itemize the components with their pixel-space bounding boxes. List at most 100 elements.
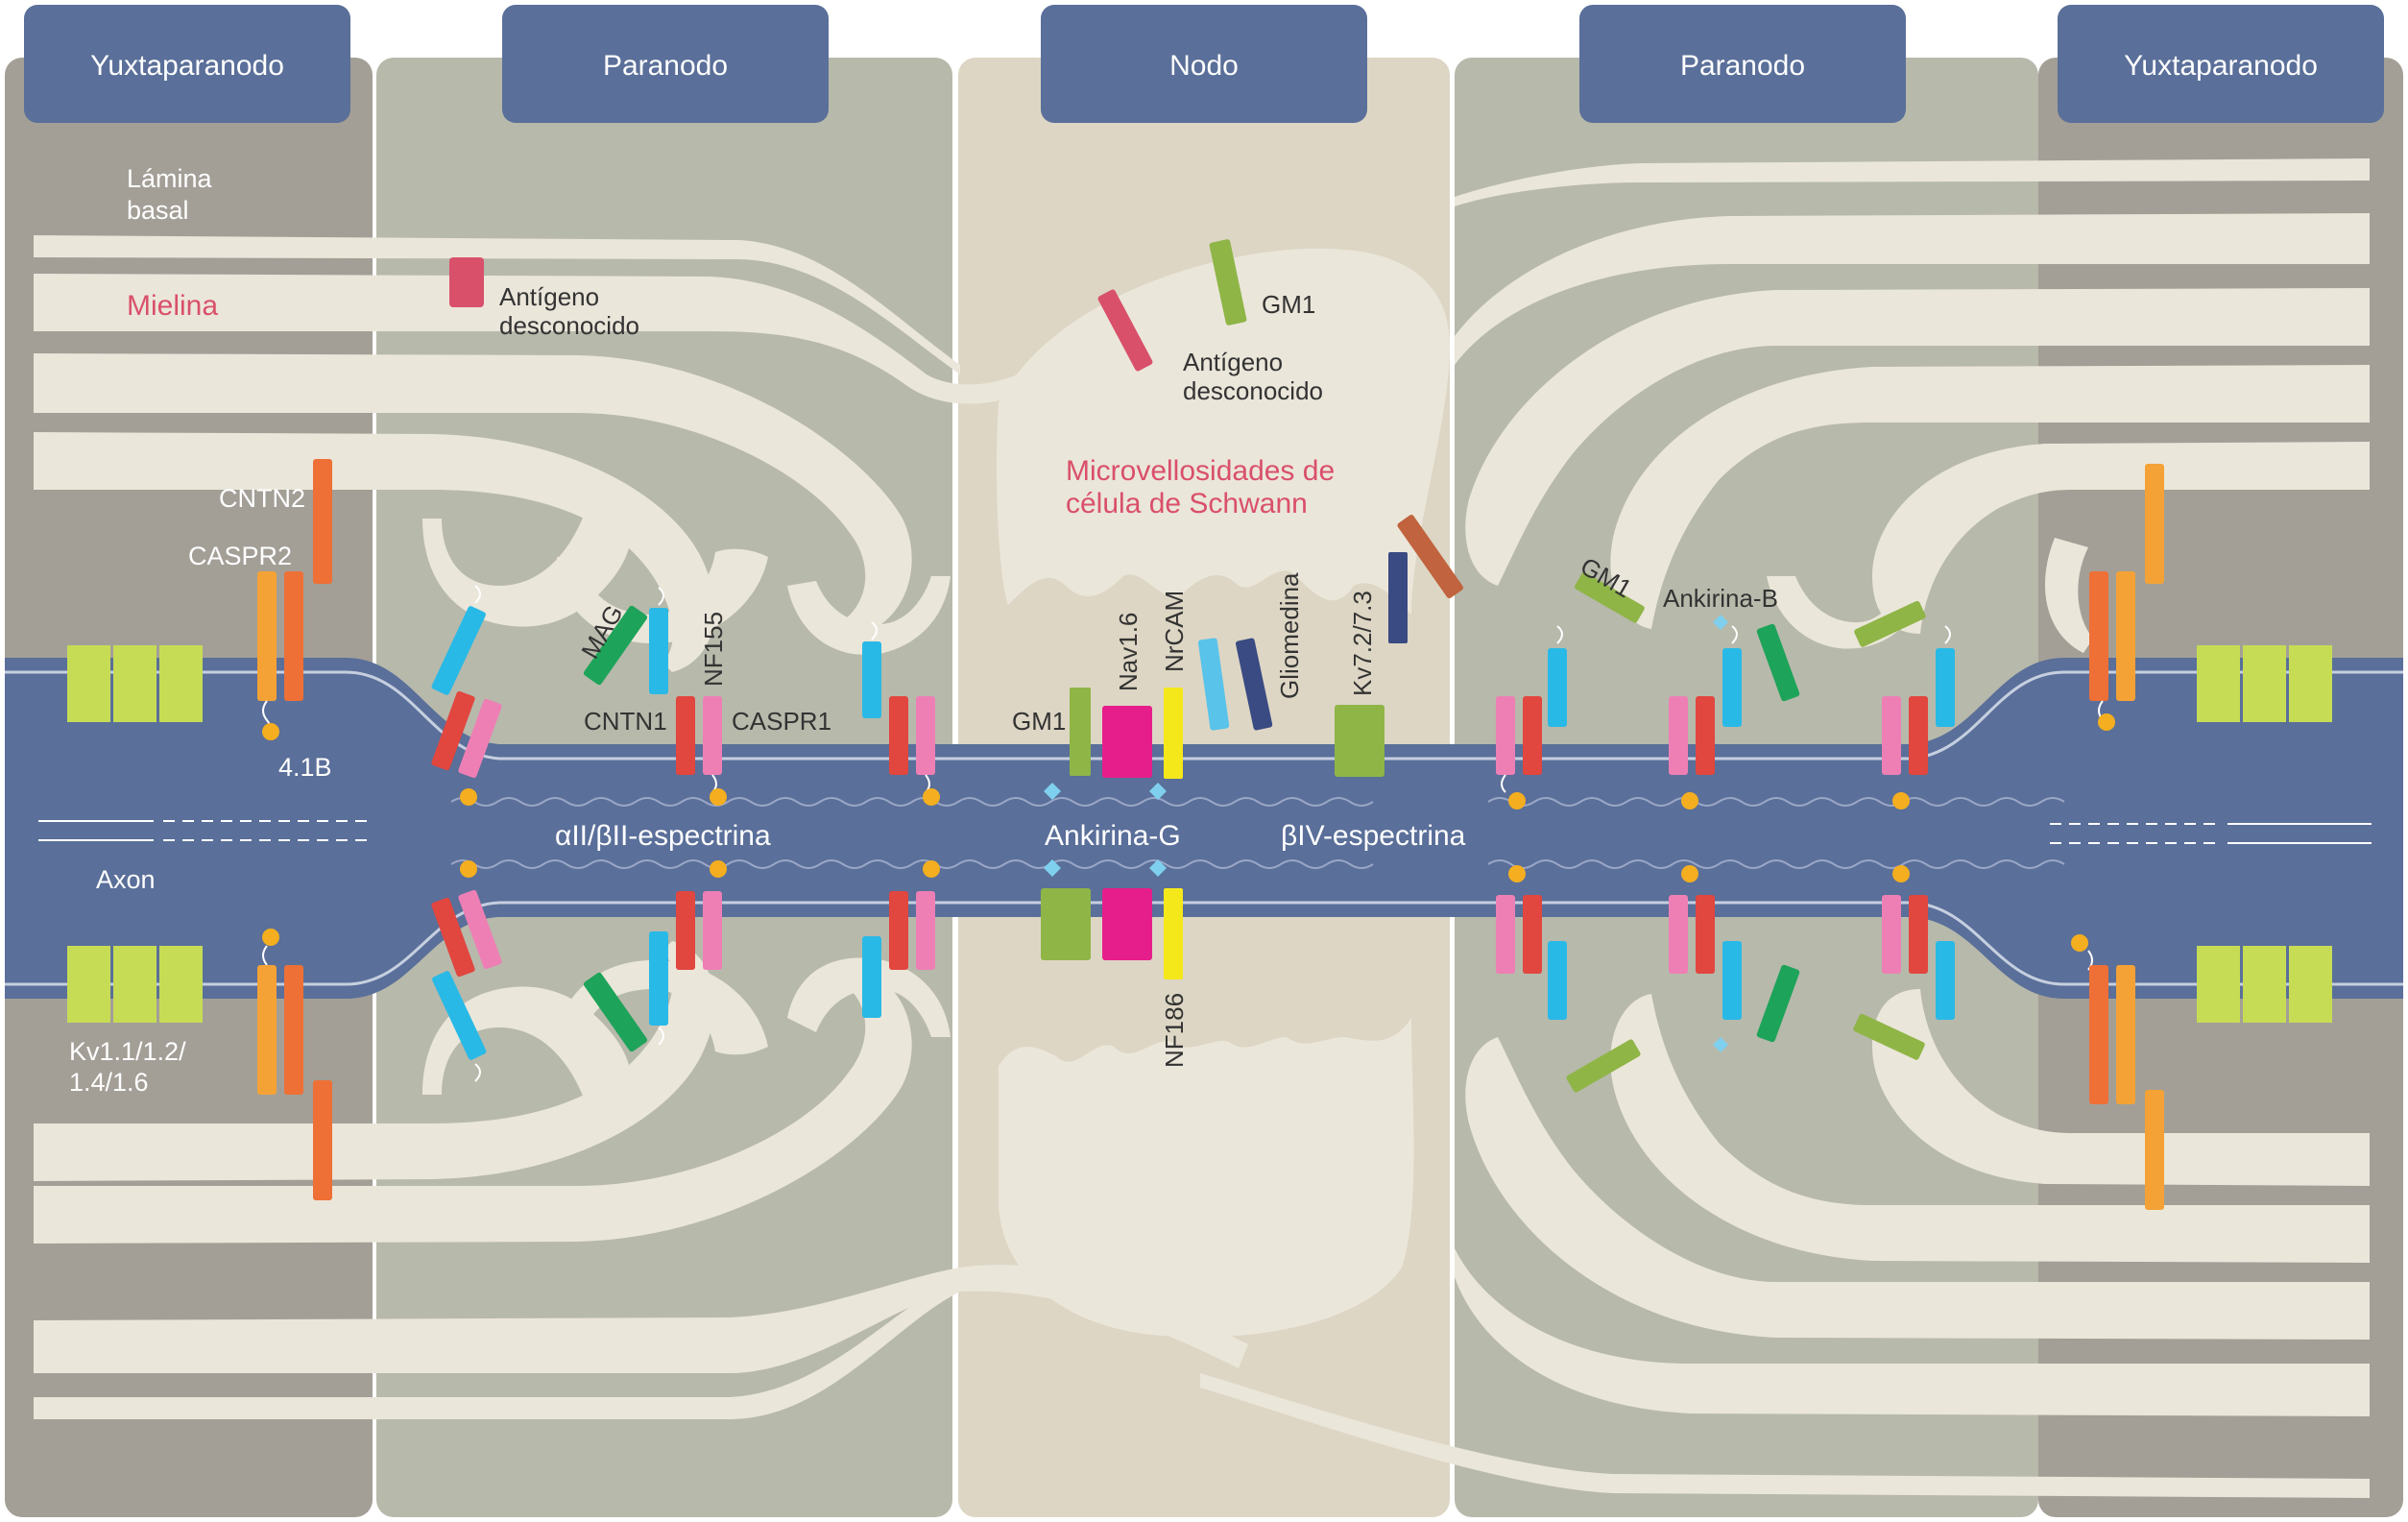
nav16-channel-lower xyxy=(1102,888,1152,960)
myelin-lamella-right-1 xyxy=(1455,213,2370,365)
label-antigen-node-1: Antígeno xyxy=(1183,348,1283,376)
label-nf186: NF186 xyxy=(1160,993,1189,1068)
header-right-paranode: Paranodo xyxy=(1579,5,1906,123)
label-antigen-node-2: desconocido xyxy=(1183,376,1323,405)
paranodal-loop-lower-left-3 xyxy=(787,957,951,1037)
gm1-right-marker xyxy=(1575,571,1645,623)
gm1-top-marker xyxy=(1209,239,1247,326)
mag-protein-upper xyxy=(583,605,648,686)
antigen-orange-node xyxy=(1397,515,1463,599)
myelin-lamella-right-6 xyxy=(2045,538,2093,653)
label-lamina-1: Lámina xyxy=(127,164,213,193)
kv1-channels-left-upper xyxy=(67,645,203,722)
label-ankirina-b: Ankirina-B xyxy=(1663,584,1778,613)
ankyrin-g-upper-left xyxy=(1044,783,1061,800)
kv1-channels-left-lower xyxy=(67,946,203,1023)
axon-membrane-upper xyxy=(5,670,2403,761)
header-left-juxtaparanode: Yuxtaparanodo xyxy=(24,5,350,123)
paranodal-loop-left-3 xyxy=(787,576,951,655)
ankyrin-g-lower-right xyxy=(1149,859,1167,877)
axon-break-lines-left xyxy=(38,820,374,841)
label-axon: Axon xyxy=(96,865,156,894)
header-right-paranode-label: Paranodo xyxy=(1680,50,1805,82)
lamina-basal-line-left xyxy=(34,235,960,374)
schwann-microvilli-upper xyxy=(997,248,1450,615)
cytoskeleton-upper-right xyxy=(1487,797,2065,807)
label-lamina-2: basal xyxy=(127,196,189,225)
antigen-node-marker xyxy=(1097,289,1153,372)
paranode-right-proteins xyxy=(1496,571,1955,1093)
myelin-lower xyxy=(34,941,2370,1498)
lamina-basal-line-right xyxy=(1455,158,2370,206)
myelin-lamella-lower-left-1 xyxy=(34,1265,1248,1373)
myelin-lamella-right-2 xyxy=(1465,288,2370,586)
ankyrin-g-upper-right xyxy=(1149,783,1167,800)
gm1-node-marker xyxy=(1070,688,1091,776)
myelin-lamella-left-1 xyxy=(34,274,1047,404)
label-antigen-left-2: desconocido xyxy=(499,311,639,340)
lamina-basal-line-lower-left xyxy=(34,1277,960,1419)
mag-protein-right-upper xyxy=(1756,623,1800,702)
myelin-lamella-lower-left-3 xyxy=(34,941,715,1181)
label-spectrin-node: βIV-espectrina xyxy=(1281,820,1466,852)
cntn1-protein xyxy=(676,696,695,775)
myelin-lamella-lower-right-2 xyxy=(1465,1037,2370,1340)
label-ankirina-g: Ankirina-G xyxy=(1045,820,1181,852)
mag-protein-right-lower xyxy=(1756,964,1800,1043)
label-gm1-top: GM1 xyxy=(1262,290,1315,319)
label-mielina: Mielina xyxy=(127,290,218,322)
ankyrin-b-upper xyxy=(1713,615,1728,630)
kv1-channels-right-upper xyxy=(2197,645,2332,722)
label-microvilli-1: Microvellosidades de xyxy=(1066,455,1335,487)
label-caspr1: CASPR1 xyxy=(732,707,831,736)
gm1-right-marker-2 xyxy=(1854,600,1926,647)
nav16-channel-upper xyxy=(1102,706,1152,778)
caspr2-cntn2-left-lower xyxy=(257,929,332,1200)
nf155-protein xyxy=(703,696,722,775)
gliomedin-protein xyxy=(1236,638,1273,731)
caspr2-left-upper-a xyxy=(257,571,277,701)
nf186-upper xyxy=(1164,688,1183,779)
cntn2-left-lower xyxy=(313,1080,332,1200)
label-cntn2: CNTN2 xyxy=(219,484,305,513)
gliomedin-upper xyxy=(1388,552,1408,643)
kv1-channels-right-lower xyxy=(2197,946,2332,1023)
axon-membrane-lower xyxy=(5,901,2403,986)
label-cntn1: CNTN1 xyxy=(584,707,667,736)
label-spectrin-para: αII/βII-espectrina xyxy=(555,820,771,852)
paranodal-loop-left-2 xyxy=(557,548,768,643)
cntn2-left-upper xyxy=(313,459,332,584)
myelin-lamella-lower-right-4 xyxy=(1872,989,2370,1186)
label-antigen-left-1: Antígeno xyxy=(499,282,599,311)
lamina-basal-line-lower-right xyxy=(1200,1373,2370,1498)
label-caspr2: CASPR2 xyxy=(188,542,292,570)
myelin-upper xyxy=(34,158,2370,672)
kv7-channel-lower xyxy=(1041,888,1091,960)
label-gm1-node: GM1 xyxy=(1012,707,1066,736)
caspr2-cntn2-right-lower xyxy=(2071,934,2164,1210)
myelin-lamella-right-3 xyxy=(1610,365,2370,629)
gm1-right-lower xyxy=(1566,1039,1641,1093)
protein-41b-anchor-left-upper xyxy=(262,723,279,740)
blue-protein-left-2-upper xyxy=(649,608,668,694)
mag-protein-lower xyxy=(583,972,648,1052)
labels: Lámina basal Mielina Axon Antígeno desco… xyxy=(69,164,1778,1097)
myelin-lamella-right-4 xyxy=(1872,442,2370,634)
label-41b: 4.1B xyxy=(278,753,332,782)
node-proteins xyxy=(449,239,1463,979)
label-gliomedina: Gliomedina xyxy=(1275,572,1304,699)
label-kv1-1: Kv1.1/1.2/ xyxy=(69,1037,186,1066)
header-left-paranode: Paranodo xyxy=(502,5,829,123)
label-kv7: Kv7.2/7.3 xyxy=(1348,591,1377,696)
antigen-left-marker xyxy=(449,257,484,307)
label-kv1-2: 1.4/1.6 xyxy=(69,1068,149,1097)
paranode-left-proteins xyxy=(431,585,940,1082)
header-right-juxtaparanode-label: Yuxtaparanodo xyxy=(2124,50,2318,82)
region-headers: Yuxtaparanodo Paranodo Nodo Paranodo Yux… xyxy=(24,5,2384,123)
label-nav16: Nav1.6 xyxy=(1114,613,1143,691)
header-node-label: Nodo xyxy=(1169,50,1239,82)
axon-break-lines-right xyxy=(2050,823,2372,844)
myelin-lamella-left-3 xyxy=(34,432,715,672)
label-nrcam: NrCAM xyxy=(1160,591,1189,672)
